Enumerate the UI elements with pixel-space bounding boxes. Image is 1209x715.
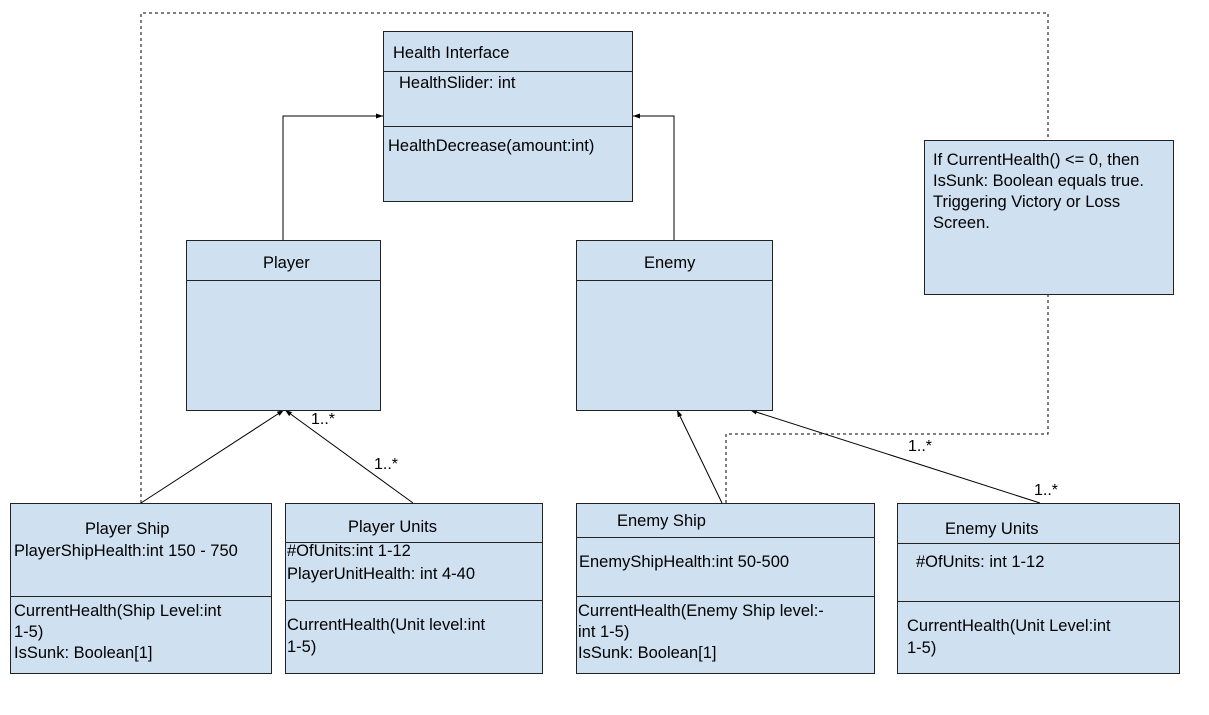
player-ship-to-player-arrow [140, 409, 285, 504]
enemy-units-method-line2: 1-5) [907, 639, 937, 657]
player-units-title: Player Units [348, 518, 437, 536]
health-interface-attribute: HealthSlider: int [399, 74, 516, 92]
player-ship-title: Player Ship [85, 520, 170, 538]
enemy-class: Enemy [576, 240, 773, 411]
player-ship-method-line3: IsSunk: Boolean[1] [14, 644, 153, 662]
enemy-units-divider-2 [898, 601, 1179, 602]
enemy-ship-attribute: EnemyShipHealth:int 50-500 [579, 553, 790, 571]
enemy-units-to-enemy-arrow [749, 409, 1041, 504]
player-units-divider-2 [286, 600, 542, 601]
player-ship-class: Player Ship PlayerShipHealth:int 150 - 7… [10, 503, 272, 674]
note-text: If CurrentHealth() <= 0, then IsSunk: Bo… [933, 151, 1144, 232]
enemy-divider [577, 280, 772, 281]
enemy-ship-title: Enemy Ship [617, 512, 706, 530]
player-units-attr-line1: #OfUnits:int 1-12 [287, 542, 411, 560]
player-units-class: Player Units #OfUnits:int 1-12 PlayerUni… [285, 503, 543, 674]
player-units-method-line1: CurrentHealth(Unit level:int [287, 616, 486, 634]
enemy-units-class: Enemy Units #OfUnits: int 1-12 CurrentHe… [897, 503, 1180, 674]
player-units-divider-1 [286, 542, 542, 543]
enemy-units-title: Enemy Units [945, 520, 1039, 538]
player-class: Player [186, 240, 381, 411]
player-ship-method-line2: 1-5) [14, 623, 44, 641]
enemy-units-method-line1: CurrentHealth(Unit Level:int [907, 617, 1111, 635]
health-interface-title: Health Interface [393, 44, 510, 62]
victory-condition-note: If CurrentHealth() <= 0, then IsSunk: Bo… [924, 140, 1174, 295]
enemy-ship-class: Enemy Ship EnemyShipHealth:int 50-500 Cu… [576, 503, 875, 674]
enemy-title: Enemy [644, 254, 696, 272]
health-interface-divider-2 [384, 126, 632, 127]
health-interface-divider-1 [384, 71, 632, 72]
enemy-units-divider-1 [898, 543, 1179, 544]
note-link-player-ship [140, 12, 1049, 503]
player-units-method-line2: 1-5) [287, 638, 317, 656]
player-title: Player [263, 254, 310, 272]
player-units-to-player-arrow [284, 409, 414, 504]
player-divider [187, 280, 380, 281]
player-ship-divider [11, 596, 271, 597]
multiplicity-enemy-end: 1..* [908, 438, 933, 455]
player-units-attr-line2: PlayerUnitHealth: int 4-40 [287, 565, 476, 583]
enemy-ship-divider-2 [577, 596, 874, 597]
enemy-ship-divider-1 [577, 537, 874, 538]
health-interface-method: HealthDecrease(amount:int) [388, 137, 595, 155]
enemy-units-attribute: #OfUnits: int 1-12 [916, 553, 1045, 571]
multiplicity-player-units-end: 1..* [374, 456, 399, 473]
player-ship-attribute: PlayerShipHealth:int 150 - 750 [14, 542, 238, 560]
health-interface-class: Health Interface HealthSlider: int Healt… [383, 31, 633, 202]
enemy-ship-method-line1: CurrentHealth(Enemy Ship level:- [578, 602, 824, 620]
enemy-to-health-interface-arrow [633, 113, 675, 240]
multiplicity-enemy-units-end: 1..* [1034, 482, 1059, 499]
multiplicity-player-end: 1..* [311, 411, 336, 428]
player-ship-method-line1: CurrentHealth(Ship Level:int [14, 602, 222, 620]
note-link-enemy-ship [725, 294, 1049, 503]
player-to-health-interface-arrow [282, 113, 383, 240]
enemy-ship-method-line3: IsSunk: Boolean[1] [578, 644, 717, 662]
enemy-ship-to-enemy-arrow [676, 409, 723, 504]
enemy-ship-method-line2: int 1-5) [578, 623, 630, 641]
